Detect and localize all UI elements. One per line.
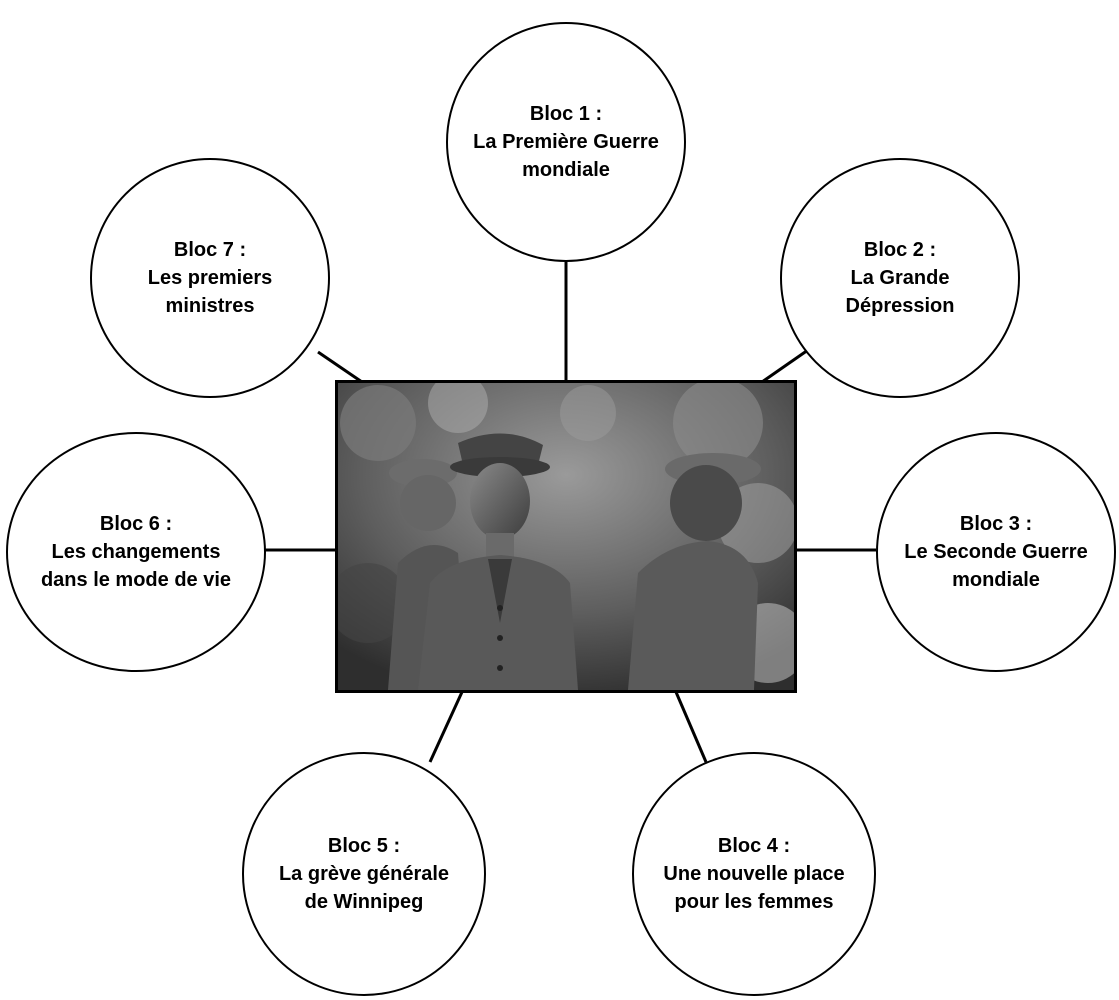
bloc-1-line-1: La Première Guerre (473, 131, 659, 153)
bloc-5-circle: Bloc 5 : La grève générale de Winnipeg (242, 752, 486, 996)
bloc-3-line-2: mondiale (952, 569, 1040, 591)
bloc-5-line-1: La grève générale (278, 863, 450, 885)
bloc-2-title: Bloc 2 : (863, 239, 937, 261)
bloc-4-title: Bloc 4 : (717, 835, 791, 857)
bloc-2-line-2: Dépression (845, 295, 955, 317)
bloc-2-line-1: La Grande (850, 267, 950, 289)
bloc-5-line-2: de Winnipeg (304, 891, 424, 913)
connector-bloc-5 (428, 691, 464, 763)
bloc-7-line-1: Les premiers (147, 267, 273, 289)
connector-bloc-4 (674, 691, 708, 763)
bloc-1-circle: Bloc 1 : La Première Guerre mondiale (446, 22, 686, 262)
bloc-6-line-1: Les changements (51, 541, 221, 563)
bloc-1-line-2: mondiale (522, 159, 610, 181)
bloc-2-circle: Bloc 2 : La Grande Dépression (780, 158, 1020, 398)
bloc-7-line-2: ministres (165, 295, 255, 317)
bloc-4-line-2: pour les femmes (674, 891, 834, 913)
bloc-4-circle: Bloc 4 : Une nouvelle place pour les fem… (632, 752, 876, 996)
statues-photo-icon (338, 383, 794, 690)
bloc-3-line-1: Le Seconde Guerre (904, 541, 1088, 563)
bloc-6-circle: Bloc 6 : Les changements dans le mode de… (6, 432, 266, 672)
bloc-7-title: Bloc 7 : (173, 239, 247, 261)
connector-bloc-7 (317, 350, 363, 384)
bloc-6-title: Bloc 6 : (99, 513, 173, 535)
bloc-1-title: Bloc 1 : (529, 103, 603, 125)
bloc-7-circle: Bloc 7 : Les premiers ministres (90, 158, 330, 398)
center-photo (335, 380, 797, 693)
bloc-3-title: Bloc 3 : (959, 513, 1033, 535)
bloc-4-line-1: Une nouvelle place (663, 863, 845, 885)
connector-bloc-2 (761, 348, 809, 384)
bloc-6-line-2: dans le mode de vie (40, 569, 232, 591)
bloc-5-title: Bloc 5 : (327, 835, 401, 857)
bloc-3-circle: Bloc 3 : Le Seconde Guerre mondiale (876, 432, 1116, 672)
